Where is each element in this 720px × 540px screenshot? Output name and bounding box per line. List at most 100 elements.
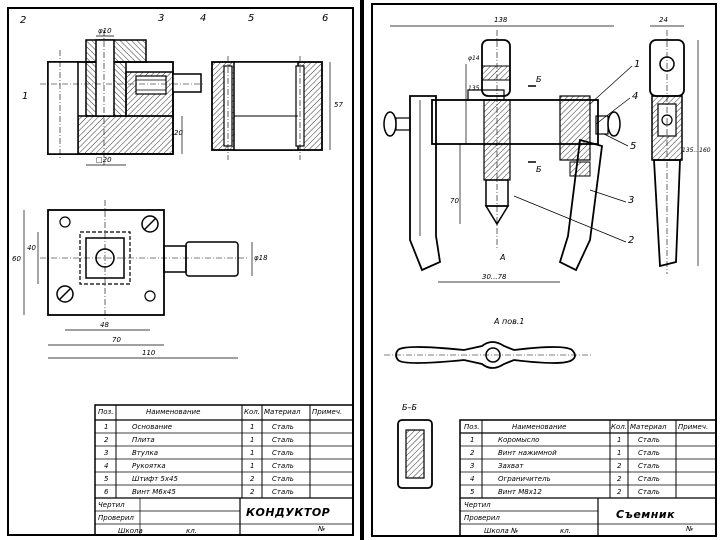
row4-pos: 4 [104,462,109,470]
checked-label: Проверил [98,514,134,522]
dim-70: 70 [112,336,121,344]
puller-side-view [649,25,699,274]
callout-5: 5 [630,141,637,152]
dim-48: 48 [100,321,109,329]
drawing-sheet-konduktor: 2 3 4 5 6 1 φ10 □20 20 57 60 40 48 70 11… [7,7,354,536]
row1-mat: Сталь [638,436,660,444]
row5-pos: 5 [104,475,109,483]
drawing-title: КОНДУКТОР [246,506,331,519]
row5-pos: 5 [470,488,475,496]
row5-name: Винт М8х12 [498,488,542,496]
class-label: кл. [560,527,571,535]
callout-2: 2 [628,235,635,246]
title-block-lines [459,419,717,537]
drew-label: Чертил [98,501,125,509]
dim-24: 24 [659,16,668,24]
view-a-handle [384,341,592,369]
dim-135: 135 [468,85,480,92]
dim-40: 40 [27,244,36,252]
row1-name: Основание [132,423,173,431]
callout-6: 6 [322,13,329,24]
row3-pos: 3 [470,462,475,470]
row4-mat: Сталь [638,475,660,483]
callout-1: 1 [634,59,641,70]
row3-pos: 3 [104,449,109,457]
dim-d14: φ14 [468,55,480,62]
section-mark-b-top: Б [536,75,542,84]
dim-70: 70 [450,197,459,205]
header-note: Примеч. [678,423,709,431]
puller-front-view [383,25,633,283]
school-label: Школа [118,527,143,535]
semnik-drawing [371,3,717,537]
drawing-title: Съемник [616,508,676,521]
row3-name: Втулка [132,449,159,457]
row2-qty: 1 [617,449,622,457]
section-bb-view [397,419,433,489]
dim-d10: φ10 [98,27,112,35]
checked-label: Проверил [464,514,500,522]
view-a-title: А пов.1 [494,317,525,326]
dim-135-160: 135...160 [682,147,711,154]
drawing-sheet-semnik: 1 4 5 3 2 138 135 φ14 24 70 30...78 135.… [364,0,720,540]
row4-name: Рукоятка [132,462,166,470]
header-pos: Поз. [464,423,480,431]
callout-5: 5 [248,13,255,24]
header-pos: Поз. [98,408,114,416]
row5-name: Штифт 5х45 [132,475,178,483]
top-view [23,200,253,359]
header-qty: Кол. [611,423,627,431]
row6-qty: 2 [250,488,255,496]
dim-60: 60 [12,255,21,263]
row3-name: Захват [498,462,524,470]
row6-name: Винт М6х45 [132,488,176,496]
header-name: Наименование [146,408,201,416]
row1-name: Коромысло [498,436,540,444]
row5-qty: 2 [250,475,255,483]
konduktor-drawing [7,7,354,536]
row2-pos: 2 [470,449,475,457]
row1-qty: 1 [250,423,255,431]
school-label: Школа № [484,527,519,535]
row6-mat: Сталь [272,488,294,496]
sheet-divider [360,0,364,540]
section-mark-b-bottom: Б [536,165,542,174]
row5-mat: Сталь [272,475,294,483]
row1-pos: 1 [104,423,109,431]
header-name: Наименование [512,423,567,431]
row2-qty: 1 [250,436,255,444]
number-label: № [318,525,326,533]
header-material: Материал [630,423,667,431]
callout-4: 4 [200,13,207,24]
side-section-view [211,56,331,160]
dim-sq20: □20 [96,156,112,164]
dim-110: 110 [142,349,156,357]
row2-name: Винт нажимной [498,449,557,457]
header-qty: Кол. [244,408,260,416]
row3-mat: Сталь [272,449,294,457]
row4-pos: 4 [470,475,475,483]
header-note: Примеч. [312,408,343,416]
dim-30-78: 30...78 [482,273,507,281]
row1-qty: 1 [617,436,622,444]
row1-pos: 1 [470,436,475,444]
dim-20: 20 [174,129,183,137]
callout-3: 3 [628,195,635,206]
row2-mat: Сталь [638,449,660,457]
row5-qty: 2 [617,488,622,496]
row5-mat: Сталь [638,488,660,496]
front-section-view [40,30,205,166]
row4-name: Ограничитель [498,475,551,483]
callout-1: 1 [22,91,29,102]
section-bb-title: Б–Б [402,403,417,412]
row3-mat: Сталь [638,462,660,470]
row4-qty: 2 [617,475,622,483]
row2-mat: Сталь [272,436,294,444]
callout-2: 2 [20,15,27,26]
row3-qty: 2 [617,462,622,470]
row6-pos: 6 [104,488,109,496]
row3-qty: 1 [250,449,255,457]
row4-qty: 1 [250,462,255,470]
row2-name: Плита [132,436,155,444]
view-a-mark: А [500,253,506,262]
